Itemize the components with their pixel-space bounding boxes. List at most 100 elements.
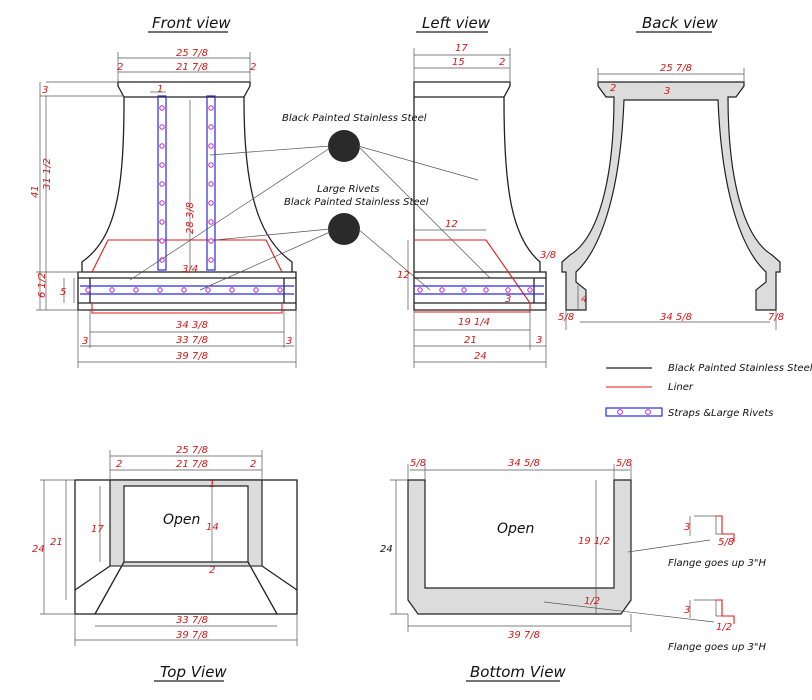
svg-text:17: 17 <box>91 524 104 535</box>
rivet-icon <box>85 287 91 293</box>
rivet-icon <box>159 162 165 168</box>
rivet-icon <box>208 105 214 111</box>
svg-text:39 7/8: 39 7/8 <box>176 351 208 362</box>
svg-text:1: 1 <box>209 479 215 490</box>
svg-text:28 3/8: 28 3/8 <box>185 202 196 234</box>
svg-text:24: 24 <box>32 544 45 555</box>
bottom-open-label: Open <box>497 521 534 537</box>
svg-text:25 7/8: 25 7/8 <box>176 445 208 456</box>
top-view: Top View Open 25 7/8 21 7/8 2 2 1 14 2 1… <box>32 445 298 682</box>
legend: Black Painted Stainless Steel Liner Stra… <box>605 363 812 419</box>
svg-text:39 7/8: 39 7/8 <box>508 630 540 641</box>
svg-text:25 7/8: 25 7/8 <box>660 63 692 74</box>
steel-swatch-icon <box>328 130 360 162</box>
svg-text:5: 5 <box>60 287 66 298</box>
rivet-icon <box>505 287 511 293</box>
rivet-icon <box>208 162 214 168</box>
svg-text:1: 1 <box>157 84 163 95</box>
rivet-icon <box>439 287 445 293</box>
svg-text:21: 21 <box>50 537 63 548</box>
svg-text:2: 2 <box>610 83 616 94</box>
svg-text:34 5/8: 34 5/8 <box>508 458 540 469</box>
svg-text:1/2: 1/2 <box>716 622 732 633</box>
legend-strap-label: Straps &Large Rivets <box>668 408 773 419</box>
top-open-label: Open <box>163 512 200 528</box>
rivet-icon <box>417 287 423 293</box>
rivet-icon <box>461 287 467 293</box>
svg-text:5/8: 5/8 <box>616 458 632 469</box>
svg-text:3/4: 3/4 <box>182 264 198 275</box>
svg-text:34 5/8: 34 5/8 <box>660 312 692 323</box>
svg-text:2: 2 <box>209 565 215 576</box>
svg-text:5/8: 5/8 <box>718 537 734 548</box>
rivet-icon <box>208 257 214 263</box>
rivet-icon <box>109 287 115 293</box>
svg-text:21 7/8: 21 7/8 <box>176 459 208 470</box>
top-view-title: Top View <box>160 663 227 681</box>
flange-detail-1: 3 5/8 Flange goes up 3"H <box>627 515 767 569</box>
left-view-title: Left view <box>422 14 491 32</box>
flange-detail-2: 3 1/2 Flange goes up 3"H <box>543 599 767 653</box>
svg-text:17: 17 <box>455 43 468 54</box>
svg-text:3/8: 3/8 <box>540 250 556 261</box>
rivet-icon <box>208 219 214 225</box>
legend-steel-label: Black Painted Stainless Steel <box>668 363 812 374</box>
svg-text:7/8: 7/8 <box>768 312 784 323</box>
svg-text:24: 24 <box>380 544 393 555</box>
svg-text:33 7/8: 33 7/8 <box>176 335 208 346</box>
rivet-icon <box>159 219 165 225</box>
svg-text:39 7/8: 39 7/8 <box>176 630 208 641</box>
svg-text:3: 3 <box>684 522 690 533</box>
rivet-icon <box>277 287 283 293</box>
rivet-icon <box>205 287 211 293</box>
rivet-icon <box>208 181 214 187</box>
svg-text:21 7/8: 21 7/8 <box>176 62 208 73</box>
back-view: Back view 25 7/8 2 3 4 5/8 34 5/8 7/8 <box>558 14 784 330</box>
rivet-icon <box>159 124 165 130</box>
svg-text:2: 2 <box>499 57 505 68</box>
bottom-view: Bottom View Open 5/8 34 5/8 5/8 24 19 1/… <box>380 458 767 682</box>
svg-text:2: 2 <box>117 62 123 73</box>
rivet-icon <box>159 105 165 111</box>
svg-text:14: 14 <box>206 522 219 533</box>
svg-text:12: 12 <box>397 270 410 281</box>
svg-text:3: 3 <box>505 294 511 305</box>
flange-note-1: Flange goes up 3"H <box>668 558 767 569</box>
svg-text:2: 2 <box>250 62 256 73</box>
svg-text:3: 3 <box>664 86 670 97</box>
rivet-icon <box>157 287 163 293</box>
rivet-icon <box>159 200 165 206</box>
svg-text:2: 2 <box>250 459 256 470</box>
front-view: Front view <box>30 14 297 368</box>
legend-liner-label: Liner <box>668 382 694 393</box>
rivet-icon <box>159 181 165 187</box>
flange-note-2: Flange goes up 3"H <box>668 642 767 653</box>
svg-text:4: 4 <box>581 294 587 305</box>
rivet-icon <box>208 124 214 130</box>
svg-text:34 3/8: 34 3/8 <box>176 320 208 331</box>
svg-text:3: 3 <box>536 335 542 346</box>
svg-text:2: 2 <box>116 459 122 470</box>
callouts: Black Painted Stainless Steel Large Rive… <box>129 113 491 291</box>
svg-text:5/8: 5/8 <box>410 458 426 469</box>
rivet-icon <box>181 287 187 293</box>
rivet-icon <box>159 143 165 149</box>
svg-text:25 7/8: 25 7/8 <box>176 48 208 59</box>
back-view-title: Back view <box>642 14 718 32</box>
svg-text:5/8: 5/8 <box>558 312 574 323</box>
bottom-view-title: Bottom View <box>470 663 566 681</box>
legend-strap-swatch <box>605 407 663 417</box>
svg-text:3: 3 <box>286 336 292 347</box>
svg-text:3: 3 <box>42 85 48 96</box>
svg-text:1/2: 1/2 <box>584 596 600 607</box>
rivet-icon <box>208 143 214 149</box>
left-view: Left view 17 15 2 12 12 3/8 3 19 1/4 <box>397 14 556 368</box>
callout-rivets: Large Rivets <box>317 184 379 195</box>
svg-text:24: 24 <box>474 351 487 362</box>
rivet-steel-swatch-icon <box>328 213 360 245</box>
rivet-icon <box>208 238 214 244</box>
front-view-title: Front view <box>152 14 231 32</box>
rivet-icon <box>483 287 489 293</box>
rivet-icon <box>253 287 259 293</box>
